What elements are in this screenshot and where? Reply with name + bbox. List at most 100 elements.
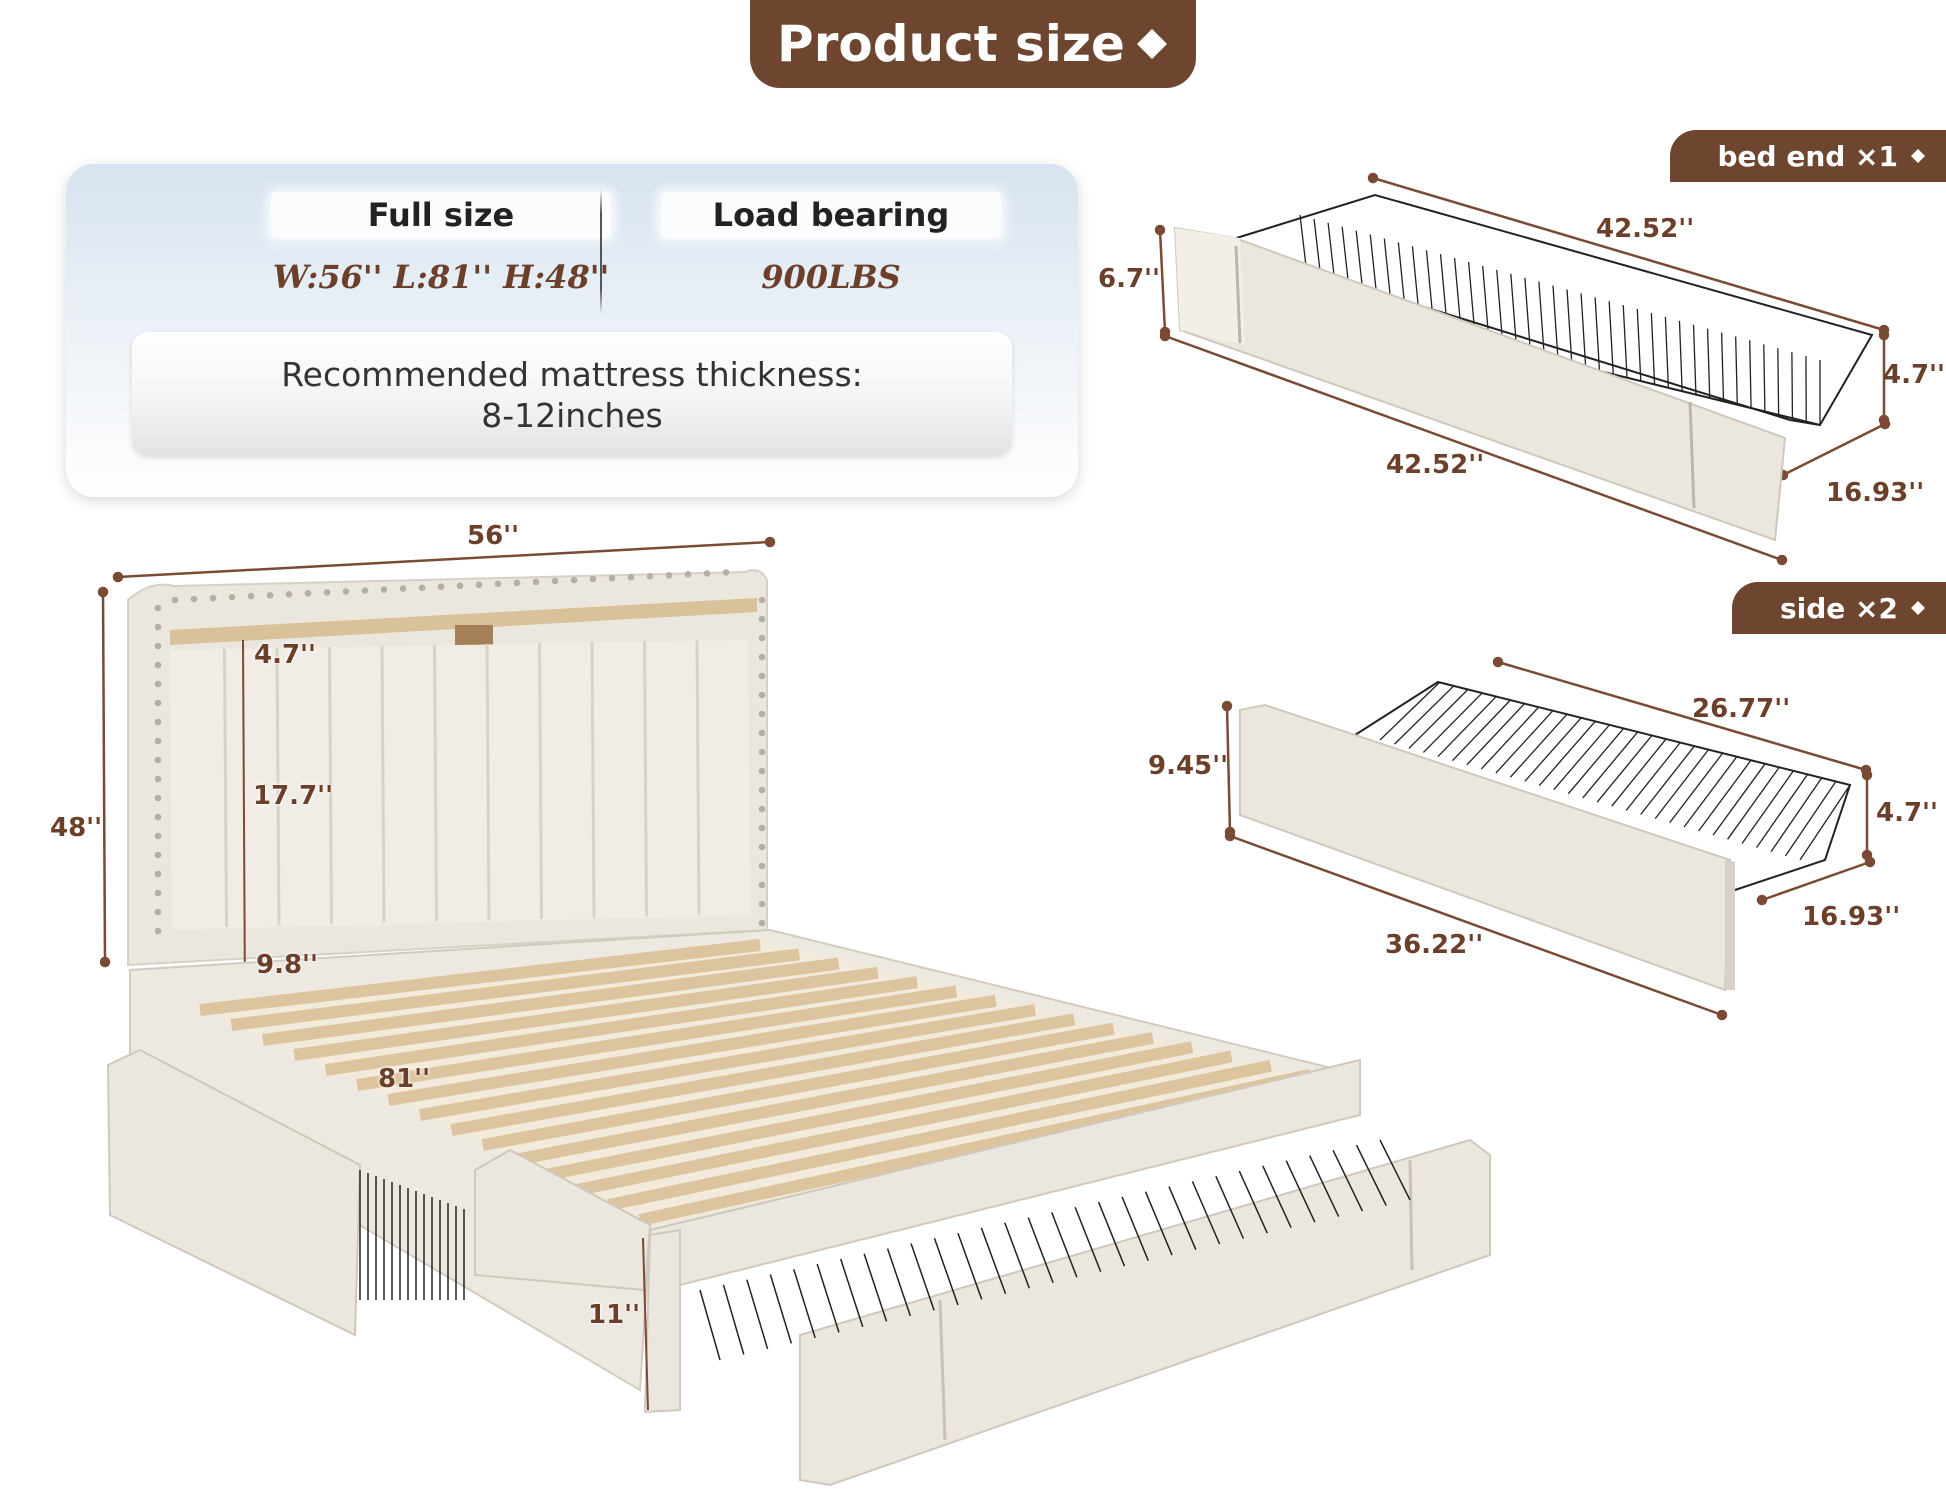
basket-wire [1683,756,1738,828]
basket-wire [1121,1196,1149,1261]
nailhead-stud [456,582,464,590]
nailhead-stud [703,570,711,577]
bed-slat [481,1022,1115,1151]
bed-end-front-length: 42.52'' [1386,450,1485,480]
nailhead-stud [154,718,162,726]
basket-wire [1437,695,1498,758]
basket-wire [1608,301,1614,375]
bed-end-basket-height: 4.7'' [1883,360,1945,390]
bed-width: 56'' [467,521,520,551]
basket-wire [1524,717,1582,782]
basket-wire [1422,692,1483,753]
nailhead-stud [722,569,730,576]
headboard-channel [223,648,228,927]
nailhead-stud [304,590,312,597]
nailhead-stud [758,862,766,870]
bed-slat [230,948,801,1031]
basket-wire [1524,277,1532,355]
nailhead-stud [154,870,162,878]
nailhead-stud [342,588,350,595]
side-top-length: 26.77'' [1692,694,1791,724]
page-title: Product size [777,15,1125,73]
basket-wire [1553,724,1611,791]
bed-slat [293,966,879,1061]
basket-wire [1698,759,1752,832]
info-card: Full size W:56'' L:81'' H:48'' Load bear… [66,164,1078,497]
bed-slat [324,976,919,1076]
basket-wire [1262,1165,1292,1228]
basket-wire [957,1232,983,1300]
nailhead-stud [323,589,331,596]
bed-slat [544,1041,1194,1181]
size-value: W:56'' L:81'' H:48'' [272,258,610,296]
basket-wire [1720,332,1725,402]
basket-wire [1394,685,1455,745]
headboard-channel [380,645,386,923]
basket-wire [1538,281,1545,358]
bed-end-tag: bed end ×1 [1669,130,1946,182]
nailhead-stud [154,851,162,859]
nailhead-stud [758,691,766,699]
basket-wire [1706,328,1711,398]
nailhead-stud [758,596,766,604]
basket-wire [1625,741,1681,811]
side-drawer-front-2 [474,1148,652,1292]
bed-slat [607,1059,1272,1211]
nailhead-stud [418,584,426,591]
nailhead-stud [608,574,616,582]
diamond-icon [1136,29,1167,59]
nailhead-stud [589,575,597,583]
basket-wire [886,1248,912,1317]
load-heading: Load bearing [661,192,1001,238]
title-banner: Product size [750,0,1196,88]
basket-wire [1567,727,1625,795]
nailhead-stud [646,572,654,580]
nailhead-stud [758,615,766,623]
basket-wire [1636,309,1642,382]
nailhead-stud [209,594,217,602]
side-front-length: 36.22'' [1385,930,1484,960]
nailhead-stud [758,710,766,718]
basket-wire [1051,1212,1078,1278]
nailhead-stud [154,680,162,688]
basket-wire [1799,784,1851,861]
nailhead-stud [551,577,559,585]
load-value: 900LBS [761,258,901,296]
bed-slat [387,994,997,1106]
bed-slat [575,1050,1233,1196]
nailhead-stud [154,889,162,897]
basket-wire [1622,305,1628,378]
nailhead-stud [361,587,369,594]
bed-end-top-length: 42.52'' [1596,214,1695,244]
headboard-channel [433,644,438,922]
basket-wire [1074,1206,1102,1273]
basket-wire [1168,1186,1197,1250]
nailhead-stud [154,699,162,707]
nailhead-stud [758,843,766,851]
basket-wire [1480,706,1540,770]
basket-wire [1004,1222,1031,1289]
end-drawer-front [799,1138,1491,1487]
basket-wire [933,1238,959,1306]
basket-wire [1215,1175,1245,1239]
nailhead-stud [247,592,255,600]
basket-wire [1495,709,1554,774]
basket-wire [746,1279,769,1350]
bed-end-tag-label: bed end ×1 [1717,139,1898,173]
basket-wire [1791,352,1794,419]
basket-wire [1379,681,1441,741]
basket-wire [1097,1201,1126,1267]
nailhead-stud [154,813,162,821]
side-basket-height: 4.7'' [1876,798,1938,828]
basket-wire [1451,699,1512,762]
bed-height: 48'' [50,813,103,843]
basket-wire [699,1289,721,1361]
nailhead-stud [758,748,766,756]
nailhead-stud [758,881,766,889]
basket-wire [1191,1181,1221,1245]
bed-end-front-panel [1173,226,1787,542]
headboard-channel [275,647,281,926]
basket-wire [1538,720,1597,786]
